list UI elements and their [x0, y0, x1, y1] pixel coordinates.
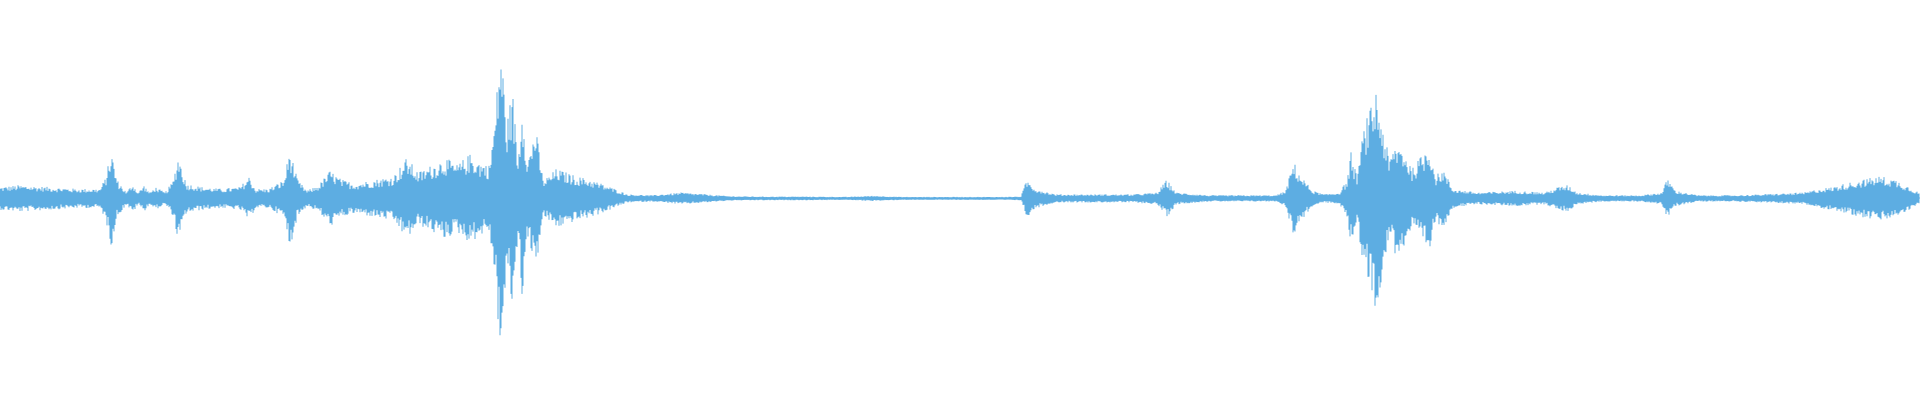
waveform-samples [0, 69, 1920, 336]
